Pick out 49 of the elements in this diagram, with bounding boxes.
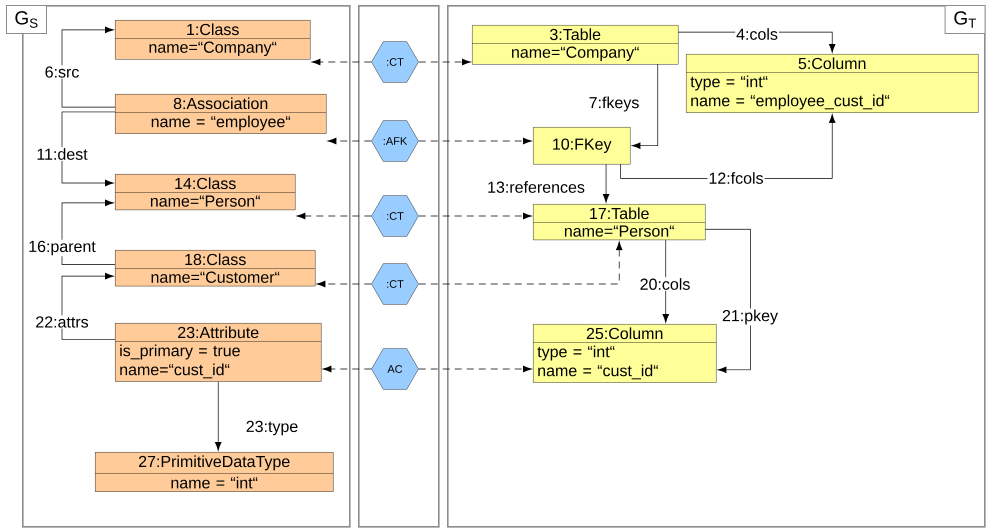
edge-label: 20:cols	[638, 277, 692, 291]
arrow	[328, 138, 372, 144]
arrow	[62, 200, 116, 265]
object-box: 3:Table name=“Company“	[472, 25, 678, 64]
arrow	[316, 280, 372, 288]
arrow	[418, 138, 532, 144]
object-box: 25:Column type = “int“ name = “cust_id“	[533, 324, 716, 383]
arrow	[705, 228, 751, 374]
edge-label: 13:references	[486, 180, 586, 194]
object-box: 10:FKey	[533, 127, 630, 164]
object-box: 5:Column type = “int“ name = “employee_cust_id“	[686, 54, 978, 113]
object-box: 1:Class name=“Company“	[115, 20, 310, 60]
object-box: 23:Attribute is_primary = true name=“cust_id“	[115, 323, 322, 382]
arrow	[296, 212, 372, 220]
object-box: 14:Class name=“Person“	[115, 174, 296, 210]
arrow	[418, 366, 532, 372]
panel	[358, 5, 440, 528]
edge-label: 16:parent	[27, 240, 97, 256]
arrow	[62, 112, 116, 186]
hexagon-node: :CT	[371, 195, 419, 237]
edge-label: 22:attrs	[34, 315, 90, 329]
arrow	[602, 164, 610, 203]
arrow	[418, 241, 622, 284]
edge-label: 21:pkey	[721, 308, 780, 326]
arrow	[312, 58, 372, 66]
edge-label: 7:fkeys	[588, 96, 640, 112]
arrow	[418, 58, 471, 66]
arrow	[62, 26, 116, 108]
object-box: 18:Class name=“Customer“	[115, 250, 316, 286]
object-box: 8:Association name = “employee“	[115, 94, 326, 134]
object-box: 27:PrimitiveDataType name = “int“	[95, 452, 334, 492]
panel-title: G$_{T}$	[944, 5, 986, 34]
arrow	[62, 272, 116, 340]
hexagon-node: :CT	[371, 263, 419, 305]
edge-label: 6:src	[44, 65, 80, 79]
edge-label: 4:cols	[735, 27, 779, 41]
arrow	[322, 366, 372, 372]
hexagon-node: :AFK	[371, 120, 419, 162]
arrow	[632, 64, 658, 149]
arrow	[662, 240, 670, 323]
hexagon-node: :CT	[371, 41, 419, 83]
edge-label: 11:dest	[35, 147, 89, 161]
arrow	[214, 381, 222, 451]
panel-title: G$_{S}$	[6, 5, 47, 34]
object-box: 17:Table name=“Person“	[533, 204, 706, 240]
edge-label: 23:type	[244, 420, 300, 436]
hexagon-node: AC	[371, 348, 419, 390]
edge-label: 12:fcols	[707, 171, 765, 185]
arrow	[418, 212, 532, 220]
